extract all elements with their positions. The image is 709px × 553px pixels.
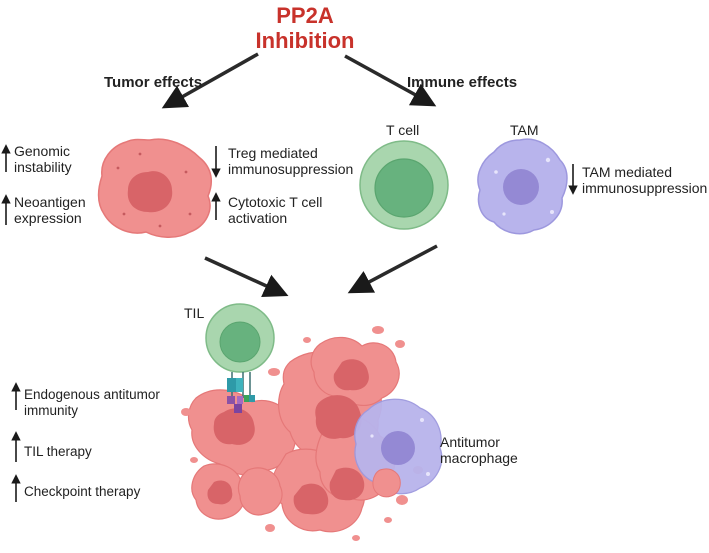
til-cell — [205, 303, 275, 373]
antitumor-macrophage — [354, 398, 443, 498]
tumor-effects-heading: Tumor effects — [104, 74, 203, 91]
tam-label: TAM — [510, 122, 539, 138]
arrow-tumor-to-tme — [204, 256, 289, 298]
arrow-immune-to-tme — [347, 244, 438, 294]
antitumor-macrophage-label: Antitumor macrophage — [440, 434, 518, 467]
effect-cytotoxic-activation: Cytotoxic T cell activation — [228, 194, 323, 227]
arrow-to-tumor-effects — [161, 52, 259, 109]
til-label: TIL — [184, 305, 205, 321]
outcome-endogenous-immunity: Endogenous antitumor immunity — [24, 387, 160, 418]
flow-arrows — [161, 52, 438, 298]
tumor-cell — [97, 138, 213, 238]
effect-tam-immunosuppression: TAM mediated immunosuppression — [582, 164, 708, 197]
effect-neoantigen-expression: Neoantigen expression — [14, 194, 86, 227]
outcome-til-therapy: TIL therapy — [24, 444, 92, 459]
immune-effects-heading: Immune effects — [407, 74, 518, 91]
direction-arrows — [1, 144, 578, 502]
receptor-ligand-complex — [227, 372, 255, 413]
title-line-2: Inhibition — [255, 27, 355, 53]
effect-treg-immunosuppression: Treg mediated immunosuppression — [228, 145, 354, 178]
outcome-checkpoint-therapy: Checkpoint therapy — [24, 484, 141, 499]
tam-cell — [477, 138, 568, 235]
t-cell — [359, 140, 449, 230]
diagram-title: PP2A Inhibition — [230, 3, 380, 53]
title-line-1: PP2A — [276, 3, 334, 28]
t-cell-label: T cell — [386, 122, 420, 138]
effect-genomic-instability: Genomic instability — [14, 143, 72, 176]
arrow-to-immune-effects — [344, 54, 437, 107]
